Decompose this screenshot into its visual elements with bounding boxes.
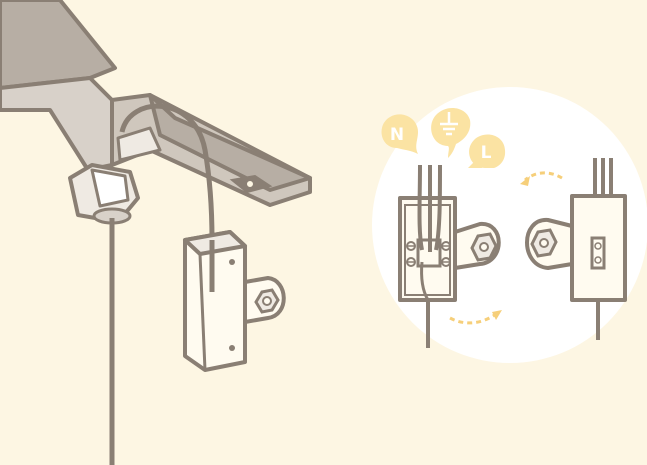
live-label: L: [481, 143, 492, 163]
cable-clamp: [70, 165, 138, 223]
neutral-bubble: N: [382, 114, 418, 154]
neutral-label: N: [390, 125, 404, 145]
hanging-terminal-box: [185, 232, 284, 370]
mounting-rail: [0, 0, 310, 205]
